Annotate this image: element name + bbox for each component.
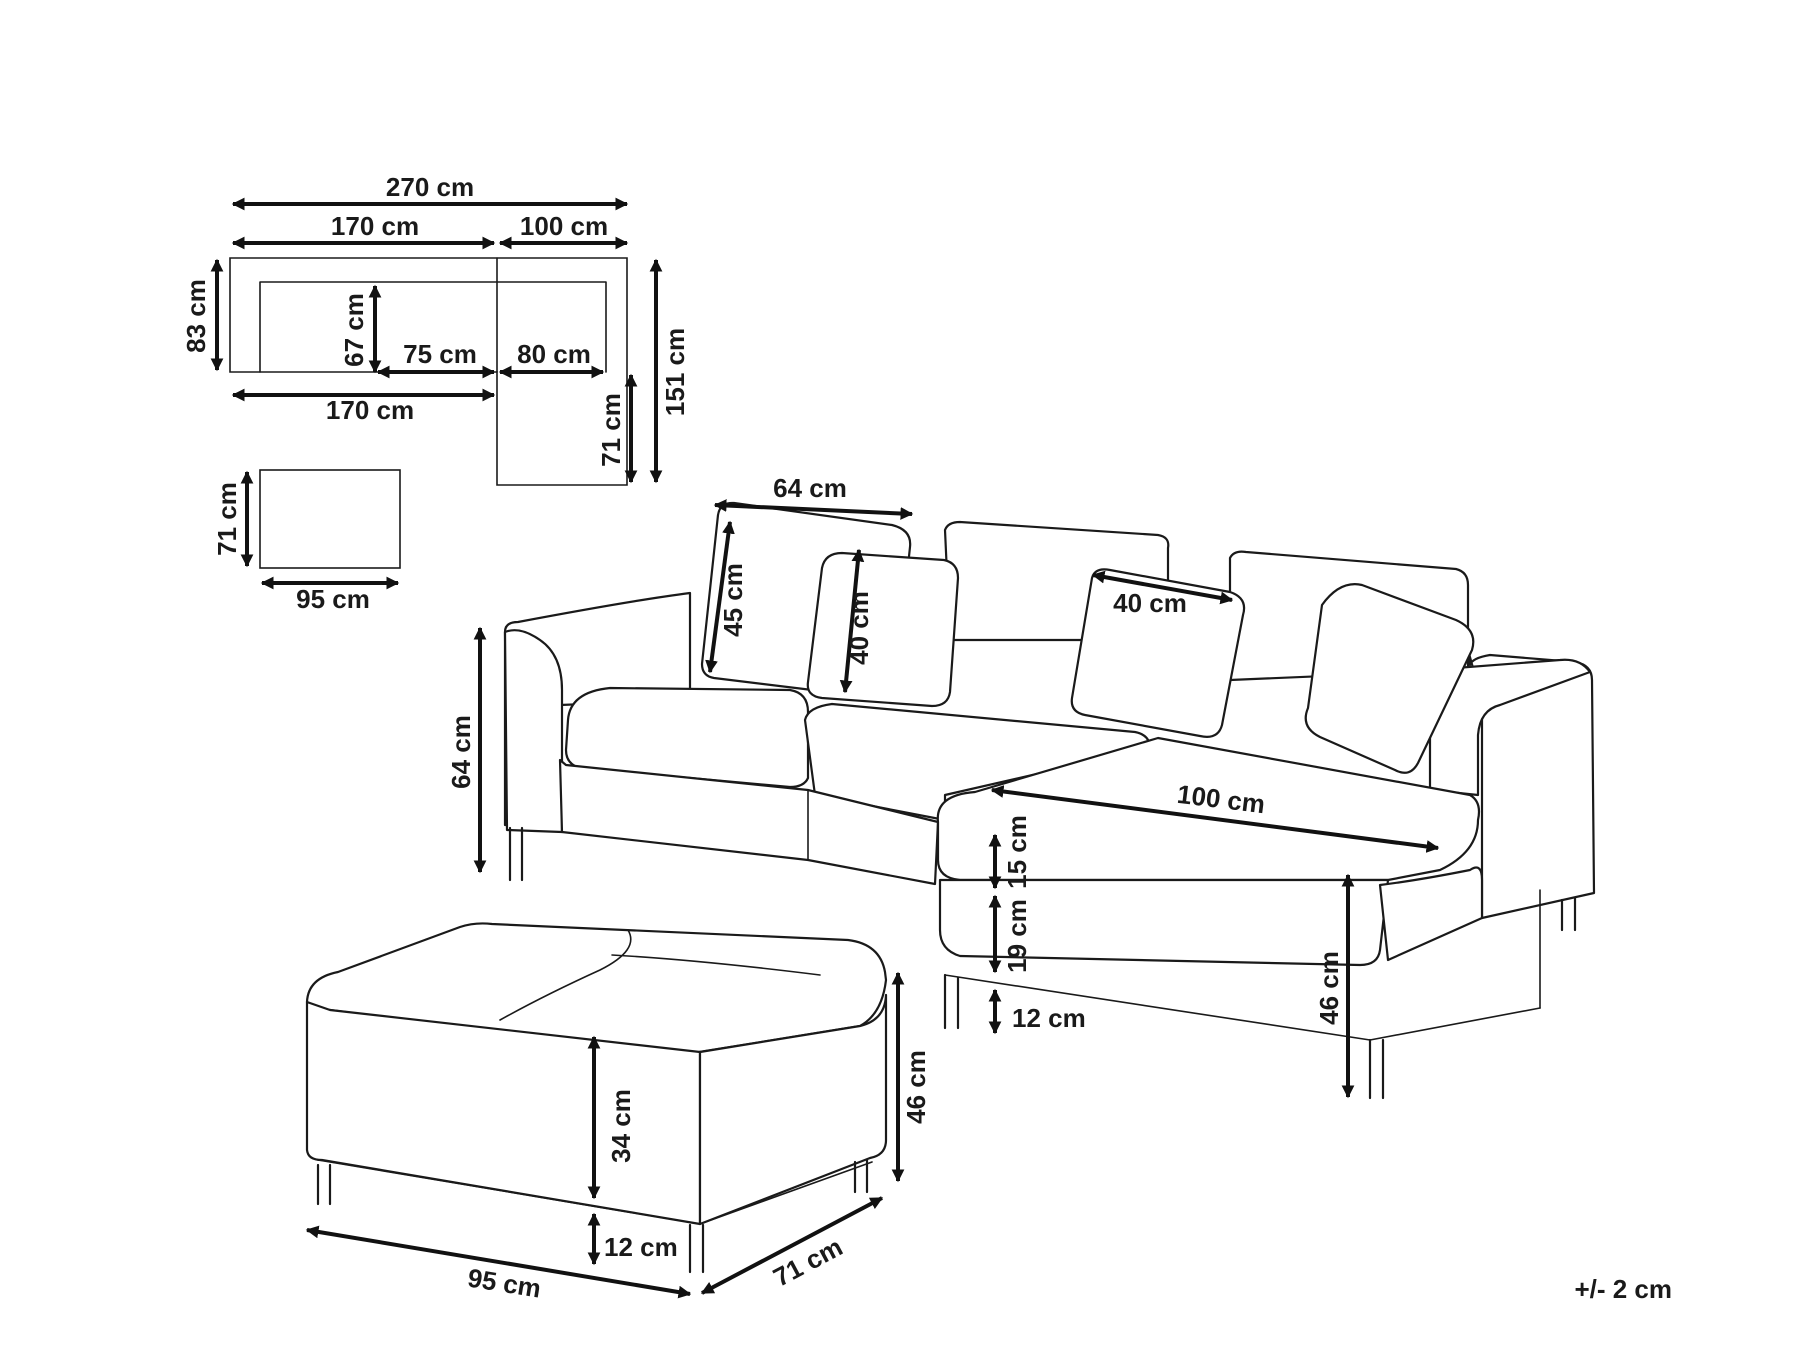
dimension-ottoman-plan-width: 95 cm (296, 584, 370, 614)
dimension-chaise-extension: 71 cm (596, 393, 626, 467)
dimension-ottoman-plan-depth: 71 cm (212, 482, 242, 556)
dimension-arrow-chaise-length (990, 785, 1440, 853)
dimension-seat-depth: 67 cm (339, 293, 369, 367)
dimension-arrow-ottoman-depth (700, 1196, 884, 1295)
dimension-arrow-ottoman-width (305, 1225, 692, 1299)
dimension-sofa-depth: 83 cm (181, 279, 211, 353)
dimension-arrow-cushion-width (713, 499, 914, 520)
dimension-sofa-width: 170 cm (331, 211, 419, 241)
dimension-leg-height: 12 cm (1012, 1003, 1086, 1033)
dimension-total-depth: 151 cm (660, 328, 690, 416)
dimension-ottoman-leg-height: 12 cm (604, 1232, 678, 1262)
dimension-ottoman-total-height: 46 cm (901, 1050, 931, 1124)
dimension-back-height: 64 cm (446, 715, 476, 789)
ottoman-top-view (259, 469, 401, 569)
tolerance-note: +/- 2 cm (1574, 1274, 1672, 1304)
dimension-arrow-cushion-height (705, 520, 735, 674)
dimension-chaise-width: 100 cm (520, 211, 608, 241)
dimension-sofa-width-front: 170 cm (326, 395, 414, 425)
dimension-arrow-small-cushion-width (1091, 570, 1234, 605)
dimension-seat-width-left: 75 cm (403, 339, 477, 369)
dimension-ottoman-depth: 71 cm (768, 1232, 847, 1293)
dimension-ottoman-body-height: 34 cm (606, 1089, 636, 1163)
dimension-total-width: 270 cm (386, 172, 474, 202)
dimension-cushion-height: 45 cm (718, 563, 748, 637)
dimension-cushion-thickness: 15 cm (1002, 815, 1032, 889)
ottoman-illustration (305, 922, 888, 1274)
dimension-small-cushion-width: 40 cm (1113, 588, 1187, 618)
dimension-base-height: 19 cm (1002, 899, 1032, 973)
dimension-seat-height: 46 cm (1314, 951, 1344, 1025)
dimension-small-cushion-height: 40 cm (844, 591, 874, 665)
dimension-arrow-small-cushion-height (839, 548, 865, 694)
dimension-cushion-width: 64 cm (773, 473, 847, 503)
dimension-seat-width-right: 80 cm (517, 339, 591, 369)
